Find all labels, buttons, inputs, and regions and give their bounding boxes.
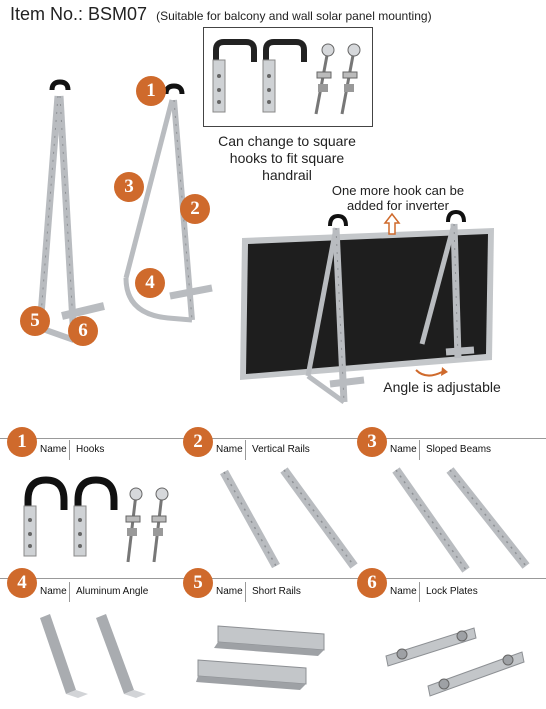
part-5-name: Short Rails <box>252 586 301 597</box>
hooks-illustration <box>23 476 169 563</box>
part-1-name-label: Name <box>40 444 67 455</box>
angle-note: Angle is adjustable <box>383 379 501 395</box>
vertical-rails-illustration <box>220 467 358 569</box>
part-badge-1: 1 <box>7 427 37 457</box>
part-4-name: Aluminum Angle <box>76 586 149 597</box>
diagram-badge-6: 6 <box>68 316 98 346</box>
part-1-name: Hooks <box>76 444 105 455</box>
aluminum-angle-illustration <box>40 614 146 698</box>
parts-row2-divider <box>0 578 546 579</box>
inset-caption: Can change to square hooks to fit square… <box>203 133 371 184</box>
lock-plates-illustration <box>385 627 525 697</box>
parts-row1-divider <box>0 438 546 439</box>
part-3-name-label: Name <box>390 444 417 455</box>
part-6-separator <box>419 582 420 602</box>
part-3-separator <box>419 440 420 460</box>
inverter-note: One more hook can be added for inverter <box>318 183 478 213</box>
item-note: (Suitable for balcony and wall solar pan… <box>156 9 432 23</box>
part-badge-3: 3 <box>357 427 387 457</box>
inset-caption-line1: Can change to square <box>218 133 356 149</box>
part-6-name: Lock Plates <box>426 586 478 597</box>
part-badge-2: 2 <box>183 427 213 457</box>
part-5-separator <box>245 582 246 602</box>
page-title: Item No.: BSM07 (Suitable for balcony an… <box>10 4 432 25</box>
part-4-name-label: Name <box>40 586 67 597</box>
inverter-note-line1: One more hook can be <box>331 183 465 198</box>
part-5-name-label: Name <box>216 586 243 597</box>
numbered-bracket-middle <box>123 83 213 323</box>
part-badge-6: 6 <box>357 568 387 598</box>
short-rails-illustration <box>196 625 325 690</box>
inset-square-hooks <box>203 27 373 127</box>
diagram-badge-5: 5 <box>20 306 50 336</box>
solar-panel-illustration <box>240 209 494 405</box>
inset-caption-line2: hooks to fit square handrail <box>229 150 345 183</box>
diagram-badge-2: 2 <box>180 194 210 224</box>
sloped-beams-illustration <box>392 467 530 573</box>
part-4-separator <box>69 582 70 602</box>
part-6-name-label: Name <box>390 586 417 597</box>
square-hooks-illustration <box>212 39 361 115</box>
part-2-name-label: Name <box>216 444 243 455</box>
inverter-note-line2: added for inverter <box>347 198 449 213</box>
diagram-badge-1: 1 <box>136 76 166 106</box>
diagram-badge-3: 3 <box>114 172 144 202</box>
item-number: Item No.: BSM07 <box>10 4 148 24</box>
part-1-separator <box>69 440 70 460</box>
part-badge-4: 4 <box>7 568 37 598</box>
diagram-badge-4: 4 <box>135 268 165 298</box>
part-badge-5: 5 <box>183 568 213 598</box>
part-2-separator <box>245 440 246 460</box>
part-2-name: Vertical Rails <box>252 444 310 455</box>
part-3-name: Sloped Beams <box>426 444 492 455</box>
